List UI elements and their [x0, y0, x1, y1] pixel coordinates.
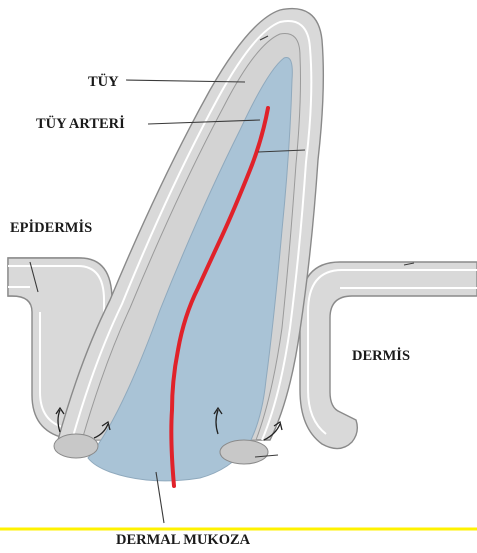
- dermis-label: DERMİS: [352, 347, 410, 364]
- right-collar: [220, 440, 268, 464]
- epidermis-label: EPİDERMİS: [10, 219, 92, 236]
- feather-label: TÜY: [88, 73, 119, 90]
- dermal-papilla-label: DERMAL MUKOZA: [116, 532, 251, 548]
- left-collar: [54, 434, 98, 458]
- feather-artery-label: TÜY ARTERİ: [36, 115, 125, 132]
